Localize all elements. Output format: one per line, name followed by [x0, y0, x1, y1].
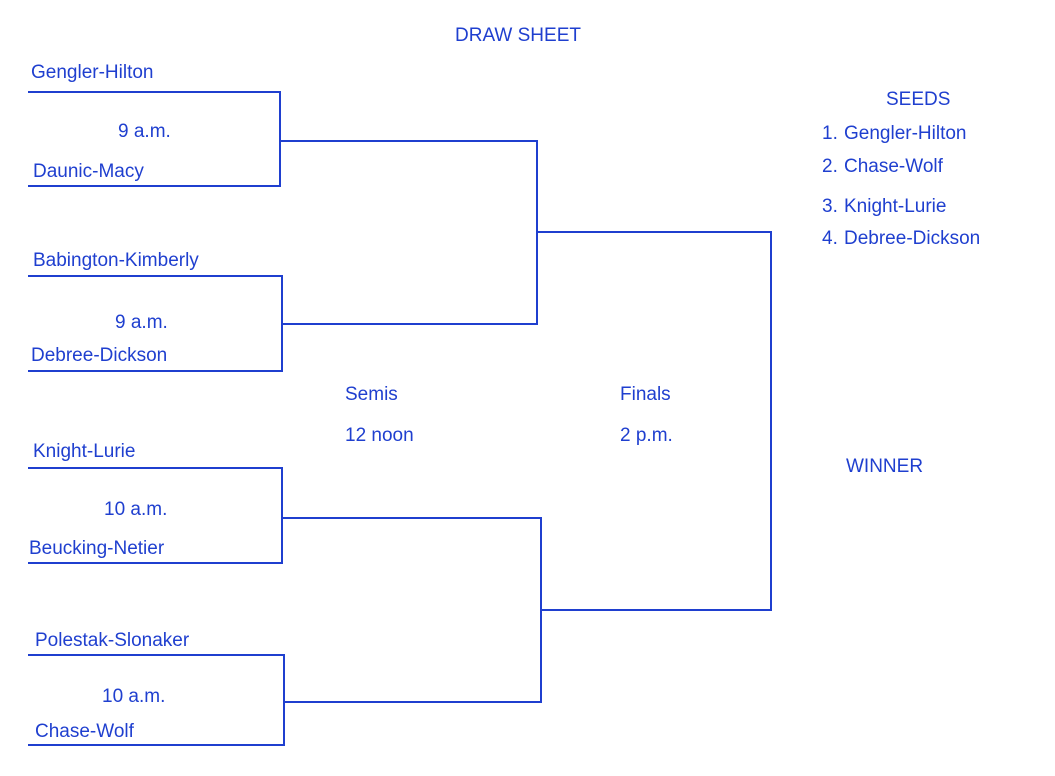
- match-1-team-2: Daunic-Macy: [33, 161, 144, 182]
- bracket-line-final: [537, 231, 772, 611]
- winner-label: WINNER: [846, 456, 924, 477]
- match-4-team-2: Chase-Wolf: [35, 721, 134, 742]
- bracket-line-semi-1: [280, 140, 538, 325]
- seed-4-number: 4.: [822, 228, 838, 249]
- seed-2-team: Chase-Wolf: [844, 156, 943, 177]
- seeds-heading: SEEDS: [886, 89, 951, 110]
- match-2-team-2: Debree-Dickson: [31, 345, 168, 366]
- match-2-time: 9 a.m.: [115, 312, 168, 333]
- seed-1-number: 1.: [822, 123, 838, 144]
- seed-1-team: Gengler-Hilton: [844, 123, 967, 144]
- match-4-time: 10 a.m.: [102, 686, 166, 707]
- match-4-team-1: Polestak-Slonaker: [35, 630, 190, 651]
- seed-2-number: 2.: [822, 156, 838, 177]
- page-title: DRAW SHEET: [455, 25, 581, 46]
- match-1-team-1: Gengler-Hilton: [31, 62, 154, 83]
- bracket-line-match-3: [28, 467, 283, 564]
- seed-4-team: Debree-Dickson: [844, 228, 981, 249]
- match-3-time: 10 a.m.: [104, 499, 168, 520]
- seed-3-team: Knight-Lurie: [844, 196, 947, 217]
- bracket-line-match-1: [28, 91, 281, 187]
- seed-3-number: 3.: [822, 196, 838, 217]
- match-1-time: 9 a.m.: [118, 121, 171, 142]
- match-2-team-1: Babington-Kimberly: [33, 250, 199, 271]
- match-3-team-1: Knight-Lurie: [33, 441, 136, 462]
- finals-label: Finals: [620, 384, 671, 405]
- bracket-line-match-4: [28, 654, 285, 746]
- semis-label: Semis: [345, 384, 398, 405]
- semis-time: 12 noon: [345, 425, 414, 446]
- bracket-line-semi-2: [282, 517, 542, 703]
- finals-time: 2 p.m.: [620, 425, 673, 446]
- match-3-team-2: Beucking-Netier: [29, 538, 165, 559]
